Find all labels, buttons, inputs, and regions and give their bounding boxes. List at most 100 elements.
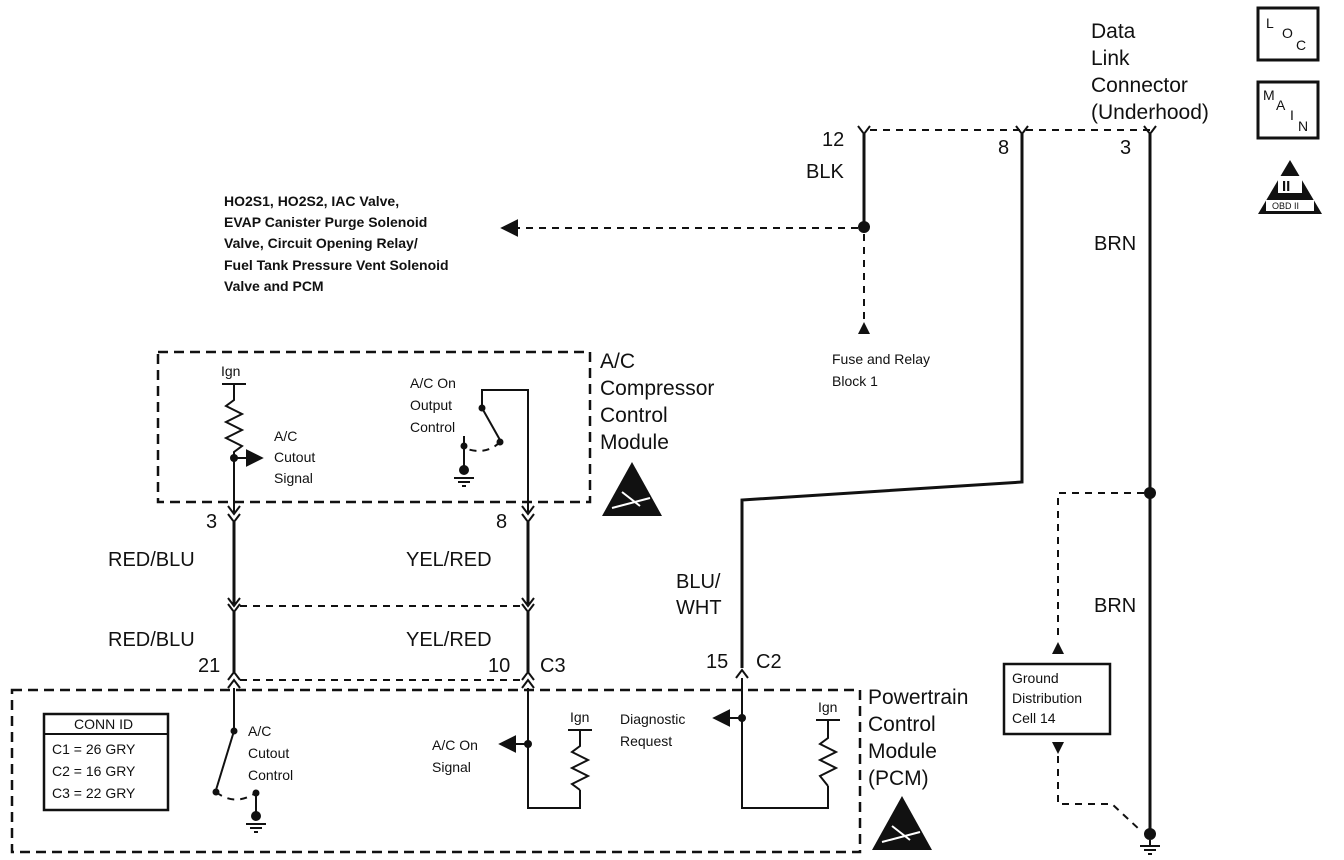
ground-symbol-icon bbox=[1140, 840, 1160, 855]
svg-text:Compressor: Compressor bbox=[600, 377, 714, 400]
main-icon: M A I N bbox=[1256, 80, 1320, 140]
pcm-pullup-resistor-1 bbox=[569, 730, 591, 791]
svg-text:Module: Module bbox=[868, 740, 937, 763]
c2-terminal-15 bbox=[735, 668, 749, 679]
svg-text:Cutout: Cutout bbox=[274, 449, 315, 465]
ac-ground-icon bbox=[454, 477, 474, 487]
ac-cutout-signal-label: A/C Cutout Signal bbox=[274, 428, 315, 486]
ac-module-title: A/C Compressor Control Module bbox=[600, 350, 714, 454]
ac-pin-3: 3 bbox=[206, 511, 217, 533]
svg-text:N: N bbox=[1298, 118, 1308, 134]
feed-list: HO2S1, HO2S2, IAC Valve, EVAP Canister P… bbox=[224, 193, 449, 294]
svg-text:(Underhood): (Underhood) bbox=[1091, 101, 1209, 124]
svg-text:Data: Data bbox=[1091, 20, 1136, 43]
pcm-ac-on-signal-label: A/C On Signal bbox=[432, 737, 478, 775]
svg-text:Link: Link bbox=[1091, 47, 1130, 70]
pcm-pullup-resistor-2 bbox=[817, 720, 839, 787]
svg-text:(PCM): (PCM) bbox=[868, 767, 929, 790]
svg-text:Powertrain: Powertrain bbox=[868, 686, 968, 709]
red-blu-label-lower: RED/BLU bbox=[108, 629, 195, 651]
pcm-cutout-switch bbox=[215, 730, 235, 791]
loc-icon: L O C bbox=[1256, 6, 1320, 62]
svg-text:A/C: A/C bbox=[600, 350, 635, 373]
svg-text:A/C On: A/C On bbox=[432, 737, 478, 753]
svg-text:Control: Control bbox=[410, 419, 455, 435]
conn-id-row: C1 = 26 GRY bbox=[52, 741, 136, 757]
conn-id-table: CONN ID C1 = 26 GRY C2 = 16 GRY C3 = 22 … bbox=[42, 712, 170, 812]
ground-cell-box bbox=[1002, 662, 1112, 736]
c3-terminal-21 bbox=[227, 670, 241, 689]
svg-text:HO2S1, HO2S2, IAC Valve,: HO2S1, HO2S2, IAC Valve, bbox=[224, 193, 399, 209]
pcm-ground-dot bbox=[251, 811, 261, 821]
blu-wht-wire bbox=[740, 134, 1024, 668]
blu-wht-label-1: BLU/ bbox=[676, 571, 721, 593]
ground-dot bbox=[459, 465, 469, 475]
fuse-block-label: Fuse and Relay Block 1 bbox=[832, 351, 930, 389]
svg-text:O: O bbox=[1282, 25, 1293, 41]
fuse-arrow-icon bbox=[858, 322, 870, 334]
pcm-ground-icon bbox=[246, 823, 266, 833]
ground-arrow-up-icon bbox=[1052, 642, 1064, 654]
dlc-pin-3: 3 bbox=[1120, 137, 1131, 159]
dlc-pin-12: 12 bbox=[822, 129, 844, 151]
ac-pullup-resistor bbox=[223, 384, 245, 512]
svg-text:Request: Request bbox=[620, 733, 672, 749]
ac-output-switch bbox=[481, 407, 501, 441]
svg-text:A/C: A/C bbox=[248, 723, 271, 739]
svg-text:A/C: A/C bbox=[274, 428, 297, 444]
svg-text:Control: Control bbox=[868, 713, 936, 736]
svg-text:OBD II: OBD II bbox=[1272, 201, 1299, 211]
svg-text:Diagnostic: Diagnostic bbox=[620, 711, 685, 727]
blu-wht-label-2: WHT bbox=[676, 597, 722, 619]
svg-text:Valve and PCM: Valve and PCM bbox=[224, 278, 324, 294]
c3-terminal-10 bbox=[521, 670, 535, 689]
svg-text:II: II bbox=[1282, 178, 1290, 195]
conn-id-header: CONN ID bbox=[74, 716, 133, 732]
red-blu-label-upper: RED/BLU bbox=[108, 549, 195, 571]
pcm-ign-label-2: Ign bbox=[818, 699, 837, 715]
ac-module-box bbox=[156, 350, 592, 504]
svg-text:C: C bbox=[1296, 37, 1306, 53]
svg-text:Control: Control bbox=[600, 404, 668, 427]
pcm-ign-label-1: Ign bbox=[570, 709, 589, 725]
dlc-pin-8: 8 bbox=[998, 137, 1009, 159]
dlc-title: Data Link Connector (Underhood) bbox=[1091, 20, 1209, 124]
pcm-ac-on-loop bbox=[527, 688, 581, 809]
blk-label: BLK bbox=[806, 161, 844, 183]
ground-dashed-lower bbox=[1057, 756, 1141, 831]
splice-dot bbox=[858, 221, 870, 233]
ac-ign-label: Ign bbox=[221, 363, 240, 379]
svg-text:L: L bbox=[1266, 15, 1274, 31]
pcm-title: Powertrain Control Module (PCM) bbox=[868, 686, 968, 790]
svg-text:Connector: Connector bbox=[1091, 74, 1188, 97]
switch-link bbox=[463, 441, 501, 452]
pcm-pin-10: 10 bbox=[488, 655, 510, 677]
pcm-switch-link bbox=[215, 791, 255, 801]
ac-pin-8: 8 bbox=[496, 511, 507, 533]
ground-dashed-upper bbox=[1057, 492, 1144, 640]
ground-cell-label: Ground Distribution Cell 14 bbox=[1012, 670, 1082, 726]
pcm-cutout-control-label: A/C Cutout Control bbox=[248, 723, 293, 783]
brn-splice-dot bbox=[1144, 487, 1156, 499]
conn-id-row: C2 = 16 GRY bbox=[52, 763, 136, 779]
pcm-diagnostic-request-label: Diagnostic Request bbox=[620, 711, 685, 749]
ac-output-control-label: A/C On Output Control bbox=[410, 375, 456, 435]
ac-output-wire bbox=[481, 389, 529, 512]
pcm-diag-loop bbox=[741, 678, 829, 809]
pcm-c2-label: C2 bbox=[756, 651, 782, 673]
ground-splice-dot bbox=[1144, 828, 1156, 840]
svg-text:A/C On: A/C On bbox=[410, 375, 456, 391]
svg-text:Valve, Circuit Opening Relay/: Valve, Circuit Opening Relay/ bbox=[224, 235, 418, 251]
svg-text:Ground: Ground bbox=[1012, 670, 1059, 686]
svg-text:M: M bbox=[1263, 87, 1275, 103]
pcm-c3-label: C3 bbox=[540, 655, 566, 677]
svg-text:Distribution: Distribution bbox=[1012, 690, 1082, 706]
yel-red-label-lower: YEL/RED bbox=[406, 629, 492, 651]
obd-ii-icon: II OBD II bbox=[1258, 160, 1322, 214]
svg-text:A: A bbox=[1276, 97, 1286, 113]
brn-label-upper: BRN bbox=[1094, 233, 1136, 255]
pcm-pin-15: 15 bbox=[706, 651, 728, 673]
svg-text:Cutout: Cutout bbox=[248, 745, 289, 761]
svg-text:Fuel Tank Pressure Vent Soleno: Fuel Tank Pressure Vent Solenoid bbox=[224, 257, 449, 273]
